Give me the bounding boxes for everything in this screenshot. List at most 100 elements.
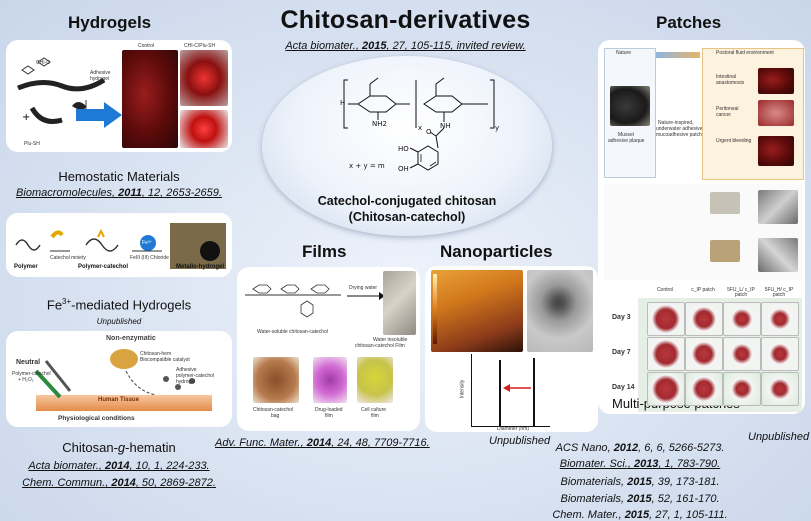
nanoparticles-heading: Nanoparticles bbox=[440, 242, 553, 261]
ref-journal: Biomacromolecules bbox=[16, 187, 113, 199]
tiny-drug2: film bbox=[325, 413, 333, 419]
ref-rest: , 1, 783-790. bbox=[658, 458, 721, 470]
ref-journal: ACS Nano bbox=[555, 442, 608, 454]
label-nh2: NH2 bbox=[372, 120, 387, 128]
patches-reference: Biomaterials, 2015, 52, 161-170. bbox=[535, 493, 745, 505]
fe-caption-sup: 3+ bbox=[62, 297, 72, 306]
equation-xym: x + y = m bbox=[349, 162, 385, 170]
label-y: y bbox=[495, 124, 500, 132]
ref-sep: , bbox=[105, 477, 112, 489]
hematin-caption: Chitosan-g-hematin bbox=[0, 440, 238, 455]
ref-sep: , bbox=[300, 437, 307, 449]
ref-year: 2015 bbox=[624, 509, 650, 521]
tiny-inspired: Nature-inspired, bbox=[658, 120, 694, 126]
tiny-plaque: adhesive plaque bbox=[608, 138, 645, 144]
tumor-photo bbox=[685, 372, 723, 406]
tiny-env: Postoral fluid environment bbox=[716, 50, 774, 56]
ref-sep: , bbox=[112, 187, 119, 199]
tiny-adh: Adhesive bbox=[176, 367, 197, 373]
ref-year: 2011 bbox=[118, 187, 142, 199]
ref-rest: , 50, 2869-2872. bbox=[135, 477, 216, 489]
tiny-bag2: bag bbox=[271, 413, 280, 419]
label-o: O bbox=[426, 128, 432, 136]
ref-rest: , 39, 173-181. bbox=[651, 476, 720, 488]
ref-journal: Chem. Mater. bbox=[552, 509, 619, 521]
tiny-intensity: Intensity bbox=[459, 379, 466, 399]
tiny-polymer-catechol: Polymer-catechol bbox=[78, 264, 129, 270]
ref-year: 2015 bbox=[627, 493, 652, 505]
film-photo bbox=[383, 271, 416, 335]
patches-reference: Biomaterials, 2015, 39, 173-181. bbox=[535, 476, 745, 488]
ref-journal: Acta biomater. bbox=[28, 460, 99, 472]
tiny-underwater: underwater adhesive bbox=[656, 126, 703, 132]
tiny-nature: Nature bbox=[616, 50, 632, 56]
ref-rest: , 10, 1, 224-233. bbox=[129, 460, 210, 472]
red-arrow-icon bbox=[503, 384, 531, 392]
hydrogels-heading: Hydrogels bbox=[68, 13, 152, 32]
bleeding-photo-treated bbox=[180, 50, 228, 106]
grid-col-header: c_IP patch bbox=[691, 287, 715, 293]
ref-year: 2012 bbox=[613, 442, 639, 454]
hematin-reference-1: Acta biomater., 2014, 10, 1, 224-233. bbox=[0, 460, 238, 472]
patch-cip bbox=[710, 240, 740, 262]
hematin-caption-g: g bbox=[117, 440, 126, 455]
tem-image bbox=[527, 270, 593, 352]
bag-photo bbox=[253, 357, 299, 403]
sem-image-1 bbox=[758, 190, 798, 224]
ref-journal: Adv. Func. Mater. bbox=[215, 437, 301, 449]
tiny-pch: polymer-catechol bbox=[176, 373, 215, 379]
ref-sep: , bbox=[621, 493, 628, 505]
hemostatic-card: + CHI-C Plu-SH Adhesive hydrogel Control… bbox=[6, 40, 232, 152]
patches-reference: Chem. Mater., 2015, 27, 1, 105-111. bbox=[535, 509, 745, 521]
grid-col-header: 5FU_H/ c_IP patch bbox=[764, 287, 794, 298]
env-photo-2 bbox=[758, 100, 794, 126]
bleeding-photo-inset bbox=[180, 110, 228, 148]
tumor-photo bbox=[761, 302, 799, 336]
ref-rest: , 27, 105-115, invited review. bbox=[386, 40, 526, 52]
tiny-mussel: Mussel bbox=[618, 132, 634, 138]
tiny-adhesive: Adhesive bbox=[90, 70, 111, 76]
patches-reference: Biomater. Sci., 2013, 1, 783-790. bbox=[535, 458, 745, 470]
fe-unpublished: Unpublished bbox=[96, 317, 142, 326]
tiny-human: Human Tissue bbox=[98, 397, 139, 403]
label-h: H bbox=[340, 99, 346, 107]
ref-sep: , bbox=[627, 458, 634, 470]
ref-journal: Biomaterials bbox=[560, 476, 622, 488]
label-x: x bbox=[418, 124, 423, 132]
tiny-anast: anastomosis bbox=[716, 80, 745, 86]
films-card: Drying water Water-soluble chitosan-cate… bbox=[237, 267, 420, 431]
right-arrow-icon bbox=[76, 102, 122, 128]
fe-schematic bbox=[15, 223, 226, 269]
tiny-chia-plu: CHI-C/Plu-SH bbox=[184, 43, 216, 49]
bleeding-photo-control bbox=[122, 50, 178, 148]
ref-sep: , bbox=[607, 442, 614, 454]
mussel-photo bbox=[610, 86, 650, 126]
label-oh: OH bbox=[398, 165, 409, 173]
tiny-polymer: Polymer bbox=[14, 264, 38, 270]
nanoparticles-card: Intensity Diameter (nm) bbox=[425, 266, 598, 432]
hematin-caption-suffix: -hematin bbox=[125, 440, 176, 455]
afm-colorbar bbox=[433, 274, 437, 344]
tiny-drying: Drying water bbox=[349, 285, 378, 291]
ref-year: 2014 bbox=[105, 460, 130, 472]
grid-row-label: Day 14 bbox=[612, 384, 635, 391]
hematin-card: Non-enzymatic Chitosan-hem Biocompatible… bbox=[6, 331, 232, 427]
dls-peak-2 bbox=[533, 358, 535, 426]
grid-col-header: Control bbox=[656, 287, 674, 293]
tiny-cancer: cancer bbox=[716, 112, 732, 118]
tiny-drug: Drug-loaded bbox=[315, 407, 343, 413]
fe-caption: Fe3+-mediated Hydrogels bbox=[0, 297, 238, 312]
tumor-photo bbox=[685, 302, 723, 336]
ref-sep: , bbox=[98, 460, 106, 472]
tiny-chia: CHI-C bbox=[36, 60, 50, 66]
main-title-reference: Acta biomater., 2015, 27, 105-115, invit… bbox=[0, 40, 811, 52]
ref-year: 2014 bbox=[111, 477, 136, 489]
tiny-pc: Polymer-catechol bbox=[12, 371, 51, 377]
svg-text:+: + bbox=[22, 112, 30, 123]
tumor-photo bbox=[685, 337, 723, 371]
tiny-metallo: Metallo-hydrogel bbox=[176, 264, 225, 270]
hematin-caption-prefix: Chitosan- bbox=[62, 440, 118, 455]
hematin-schematic bbox=[34, 349, 195, 399]
ref-rest: , 52, 161-170. bbox=[651, 493, 720, 505]
tumor-photo bbox=[761, 337, 799, 371]
